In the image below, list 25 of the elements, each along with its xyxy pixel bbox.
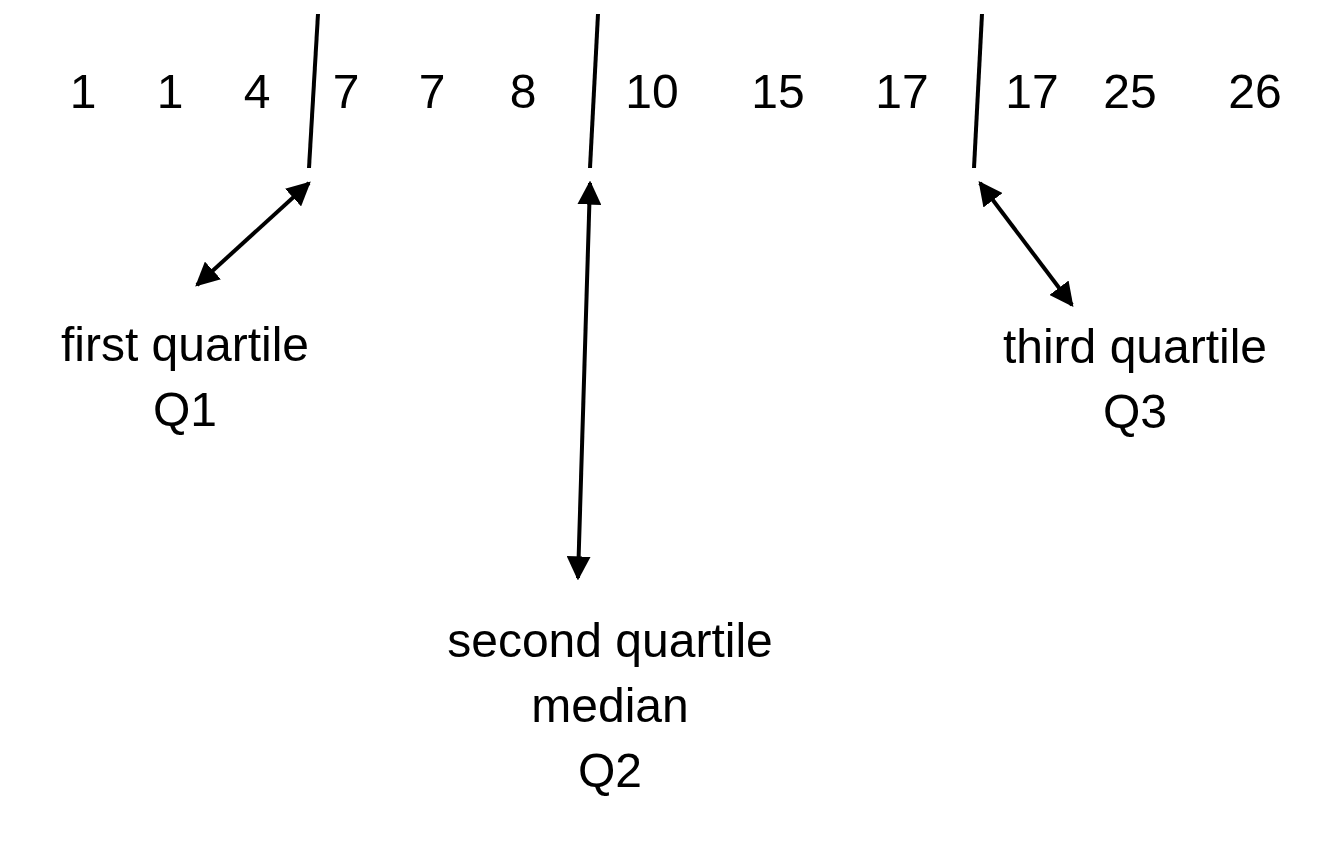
divider-line (306, 14, 321, 168)
data-value: 15 (751, 64, 805, 120)
data-value: 25 (1103, 64, 1157, 120)
data-value: 7 (332, 64, 360, 120)
data-value: 1 (69, 64, 97, 120)
quartile-label: first quartile (60, 317, 310, 373)
divider-line (587, 14, 601, 168)
double-arrow (195, 181, 311, 287)
double-arrow (978, 181, 1074, 307)
double-arrow (566, 180, 602, 581)
quartile-symbol: Q2 (578, 743, 642, 799)
data-value: 17 (1005, 64, 1059, 120)
divider-line (971, 14, 985, 168)
data-value: 4 (243, 64, 271, 120)
quartile-label: third quartile (1002, 319, 1268, 375)
data-value: 1 (156, 64, 184, 120)
quartile-symbol: Q3 (1103, 384, 1167, 440)
quartile-label: second quartile (447, 613, 773, 669)
data-value: 17 (875, 64, 929, 120)
data-value: 8 (509, 64, 537, 120)
data-value: 26 (1228, 64, 1282, 120)
quartile-symbol: Q1 (153, 382, 217, 438)
data-value: 10 (625, 64, 679, 120)
data-value: 7 (418, 64, 446, 120)
median-label: median (531, 678, 689, 734)
